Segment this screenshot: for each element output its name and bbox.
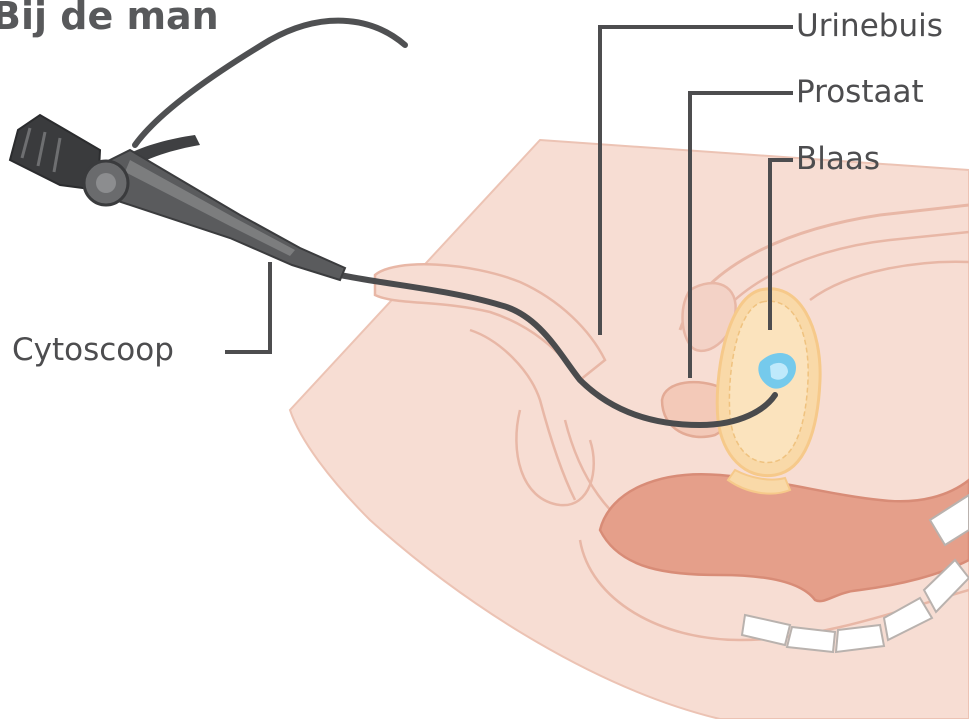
label-blaas: Blaas bbox=[796, 144, 880, 175]
leader-cytoscoop bbox=[225, 262, 270, 352]
label-prostaat: Prostaat bbox=[796, 77, 924, 108]
scope-cable bbox=[135, 21, 405, 145]
diagram-title: Bij de man bbox=[0, 0, 219, 38]
scope-valve-center bbox=[96, 173, 116, 193]
label-urinebuis: Urinebuis bbox=[796, 11, 943, 42]
label-cytoscoop: Cytoscoop bbox=[12, 335, 174, 366]
